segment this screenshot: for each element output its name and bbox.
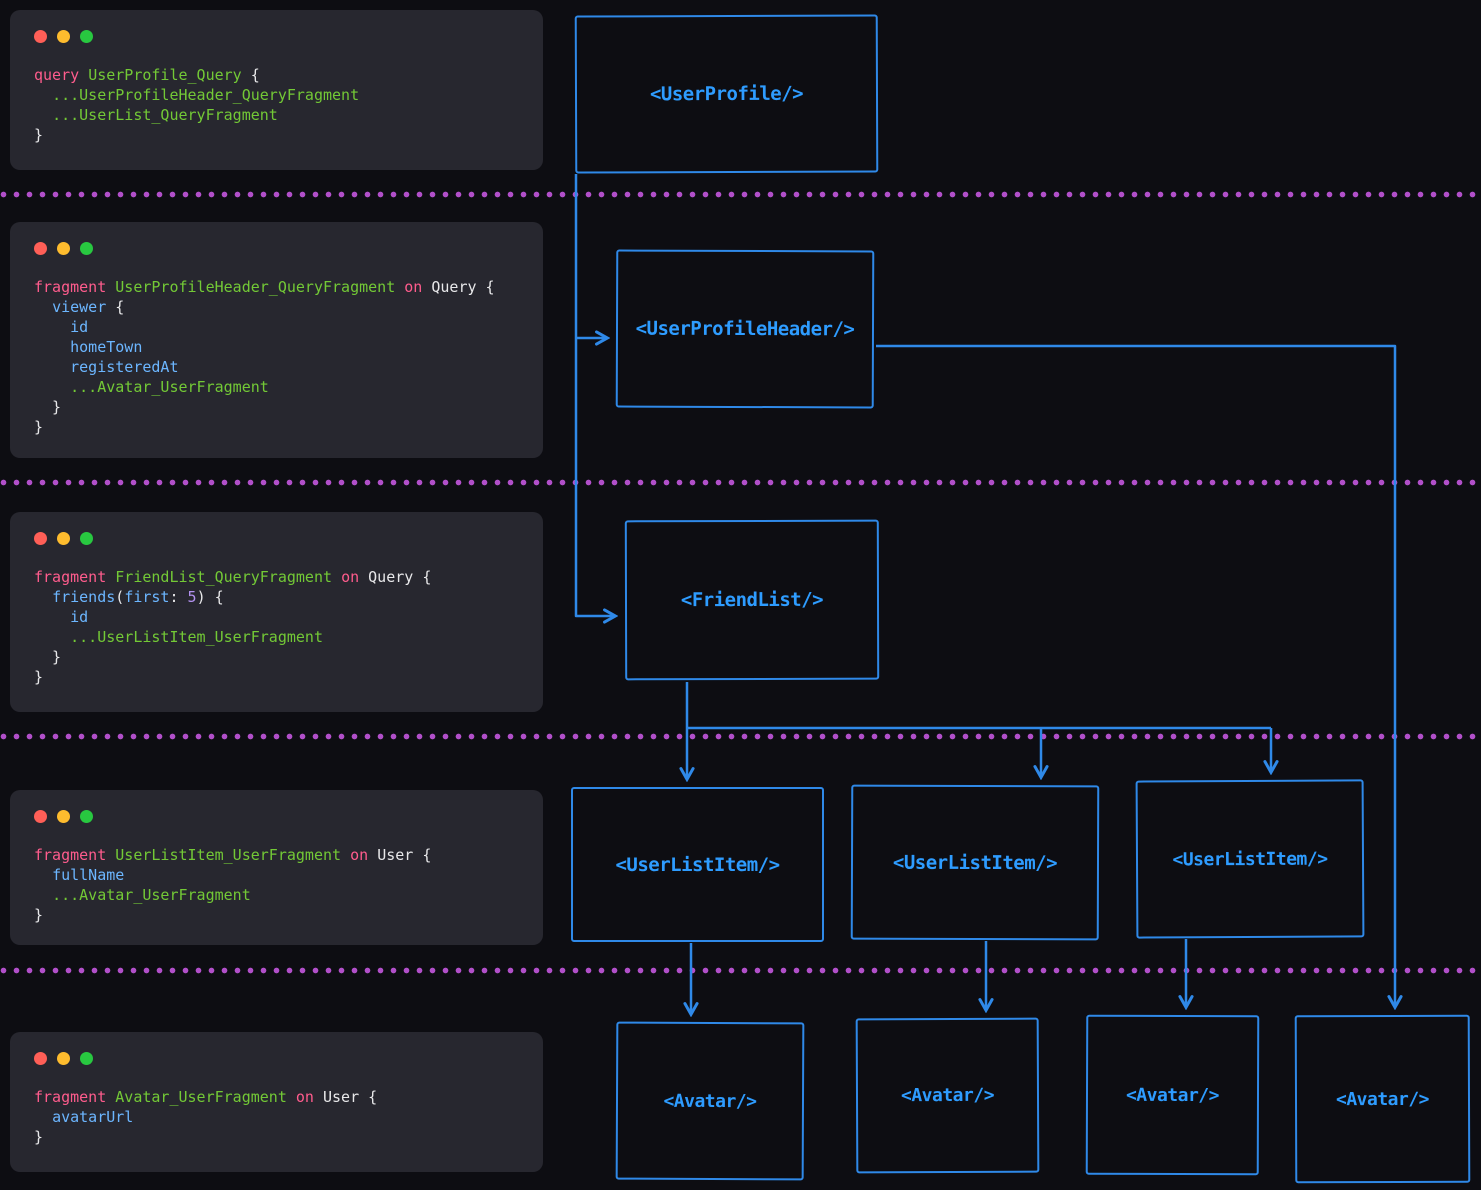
code-line: fullName: [52, 866, 125, 884]
component-label: <Avatar/>: [663, 1090, 757, 1112]
code-panel-avatar-fragment: fragment Avatar_UserFragment on User { a…: [10, 1032, 543, 1172]
maximize-window-icon: [80, 242, 93, 255]
close-window-icon: [34, 242, 47, 255]
component-label: <UserListItem/>: [1172, 848, 1328, 870]
code-panel-friend-list-fragment: fragment FriendList_QueryFragment on Que…: [10, 512, 543, 712]
code-line: homeTown: [70, 338, 143, 356]
code-line: ...Avatar_UserFragment: [52, 886, 251, 904]
code-line: }: [34, 668, 44, 686]
maximize-window-icon: [80, 30, 93, 43]
component-box-avatar: <Avatar/>: [615, 1021, 805, 1181]
component-label: <Avatar/>: [900, 1084, 995, 1107]
component-box-user-profile-header: <UserProfileHeader/>: [615, 249, 875, 409]
code-line: ...UserList_QueryFragment: [52, 106, 278, 124]
code-line: ...UserListItem_UserFragment: [70, 628, 323, 646]
code-panel-query: query UserProfile_Query { ...UserProfile…: [10, 10, 543, 170]
component-label: <UserProfileHeader/>: [635, 317, 855, 341]
code-line: avatarUrl: [52, 1108, 134, 1126]
code-line: ...UserProfileHeader_QueryFragment: [52, 86, 360, 104]
code-line: }: [34, 418, 44, 436]
close-window-icon: [34, 1052, 47, 1065]
code-line: query UserProfile_Query {: [34, 66, 260, 84]
minimize-window-icon: [57, 810, 70, 823]
graphql-code: fragment FriendList_QueryFragment on Que…: [34, 567, 519, 687]
code-line: friends(first: 5) {: [52, 588, 224, 606]
code-line: fragment UserProfileHeader_QueryFragment…: [34, 278, 495, 296]
minimize-window-icon: [57, 532, 70, 545]
graphql-code: fragment Avatar_UserFragment on User { a…: [34, 1087, 519, 1147]
component-label: <UserProfile/>: [649, 82, 804, 106]
code-line: ...Avatar_UserFragment: [70, 378, 269, 396]
maximize-window-icon: [80, 1052, 93, 1065]
code-line: fragment Avatar_UserFragment on User {: [34, 1088, 378, 1106]
graphql-code: query UserProfile_Query { ...UserProfile…: [34, 65, 519, 145]
code-line: fragment UserListItem_UserFragment on Us…: [34, 846, 432, 864]
code-line: id: [70, 318, 89, 336]
dotted-separator: [0, 967, 1481, 974]
minimize-window-icon: [57, 30, 70, 43]
component-label: <Avatar/>: [1335, 1088, 1430, 1110]
code-line: }: [34, 648, 62, 666]
dotted-separator: [0, 191, 1481, 198]
arrow-userprofile-to-friendlist: [574, 174, 614, 616]
component-box-avatar: <Avatar/>: [1294, 1014, 1471, 1184]
minimize-window-icon: [57, 1052, 70, 1065]
component-label: <Avatar/>: [1125, 1084, 1220, 1106]
component-box-user-list-item: <UserListItem/>: [571, 787, 824, 942]
minimize-window-icon: [57, 242, 70, 255]
component-box-user-list-item: <UserListItem/>: [1135, 779, 1365, 939]
window-traffic-lights: [34, 30, 519, 43]
component-box-user-list-item: <UserListItem/>: [850, 784, 1100, 941]
component-box-user-profile: <UserProfile/>: [574, 14, 879, 174]
dotted-separator: [0, 733, 1481, 740]
maximize-window-icon: [80, 532, 93, 545]
graphql-code: fragment UserProfileHeader_QueryFragment…: [34, 277, 519, 437]
code-line: fragment FriendList_QueryFragment on Que…: [34, 568, 432, 586]
component-label: <UserListItem/>: [892, 851, 1058, 874]
window-traffic-lights: [34, 242, 519, 255]
code-line: }: [34, 1128, 44, 1146]
close-window-icon: [34, 532, 47, 545]
component-box-avatar: <Avatar/>: [855, 1017, 1040, 1174]
code-line: id: [70, 608, 89, 626]
code-line: registeredAt: [70, 358, 179, 376]
window-traffic-lights: [34, 810, 519, 823]
code-line: }: [34, 126, 44, 144]
component-label: <UserListItem/>: [615, 853, 780, 876]
window-traffic-lights: [34, 1052, 519, 1065]
code-line: }: [34, 398, 62, 416]
graphql-code: fragment UserListItem_UserFragment on Us…: [34, 845, 519, 925]
close-window-icon: [34, 810, 47, 823]
code-panel-user-list-item-fragment: fragment UserListItem_UserFragment on Us…: [10, 790, 543, 945]
component-label: <FriendList/>: [680, 588, 824, 612]
component-box-friend-list: <FriendList/>: [624, 519, 880, 681]
close-window-icon: [34, 30, 47, 43]
window-traffic-lights: [34, 532, 519, 545]
code-line: }: [34, 906, 44, 924]
code-line: viewer {: [52, 298, 125, 316]
code-panel-user-profile-header-fragment: fragment UserProfileHeader_QueryFragment…: [10, 222, 543, 458]
component-box-avatar: <Avatar/>: [1085, 1014, 1260, 1176]
maximize-window-icon: [80, 810, 93, 823]
dotted-separator: [0, 479, 1481, 486]
